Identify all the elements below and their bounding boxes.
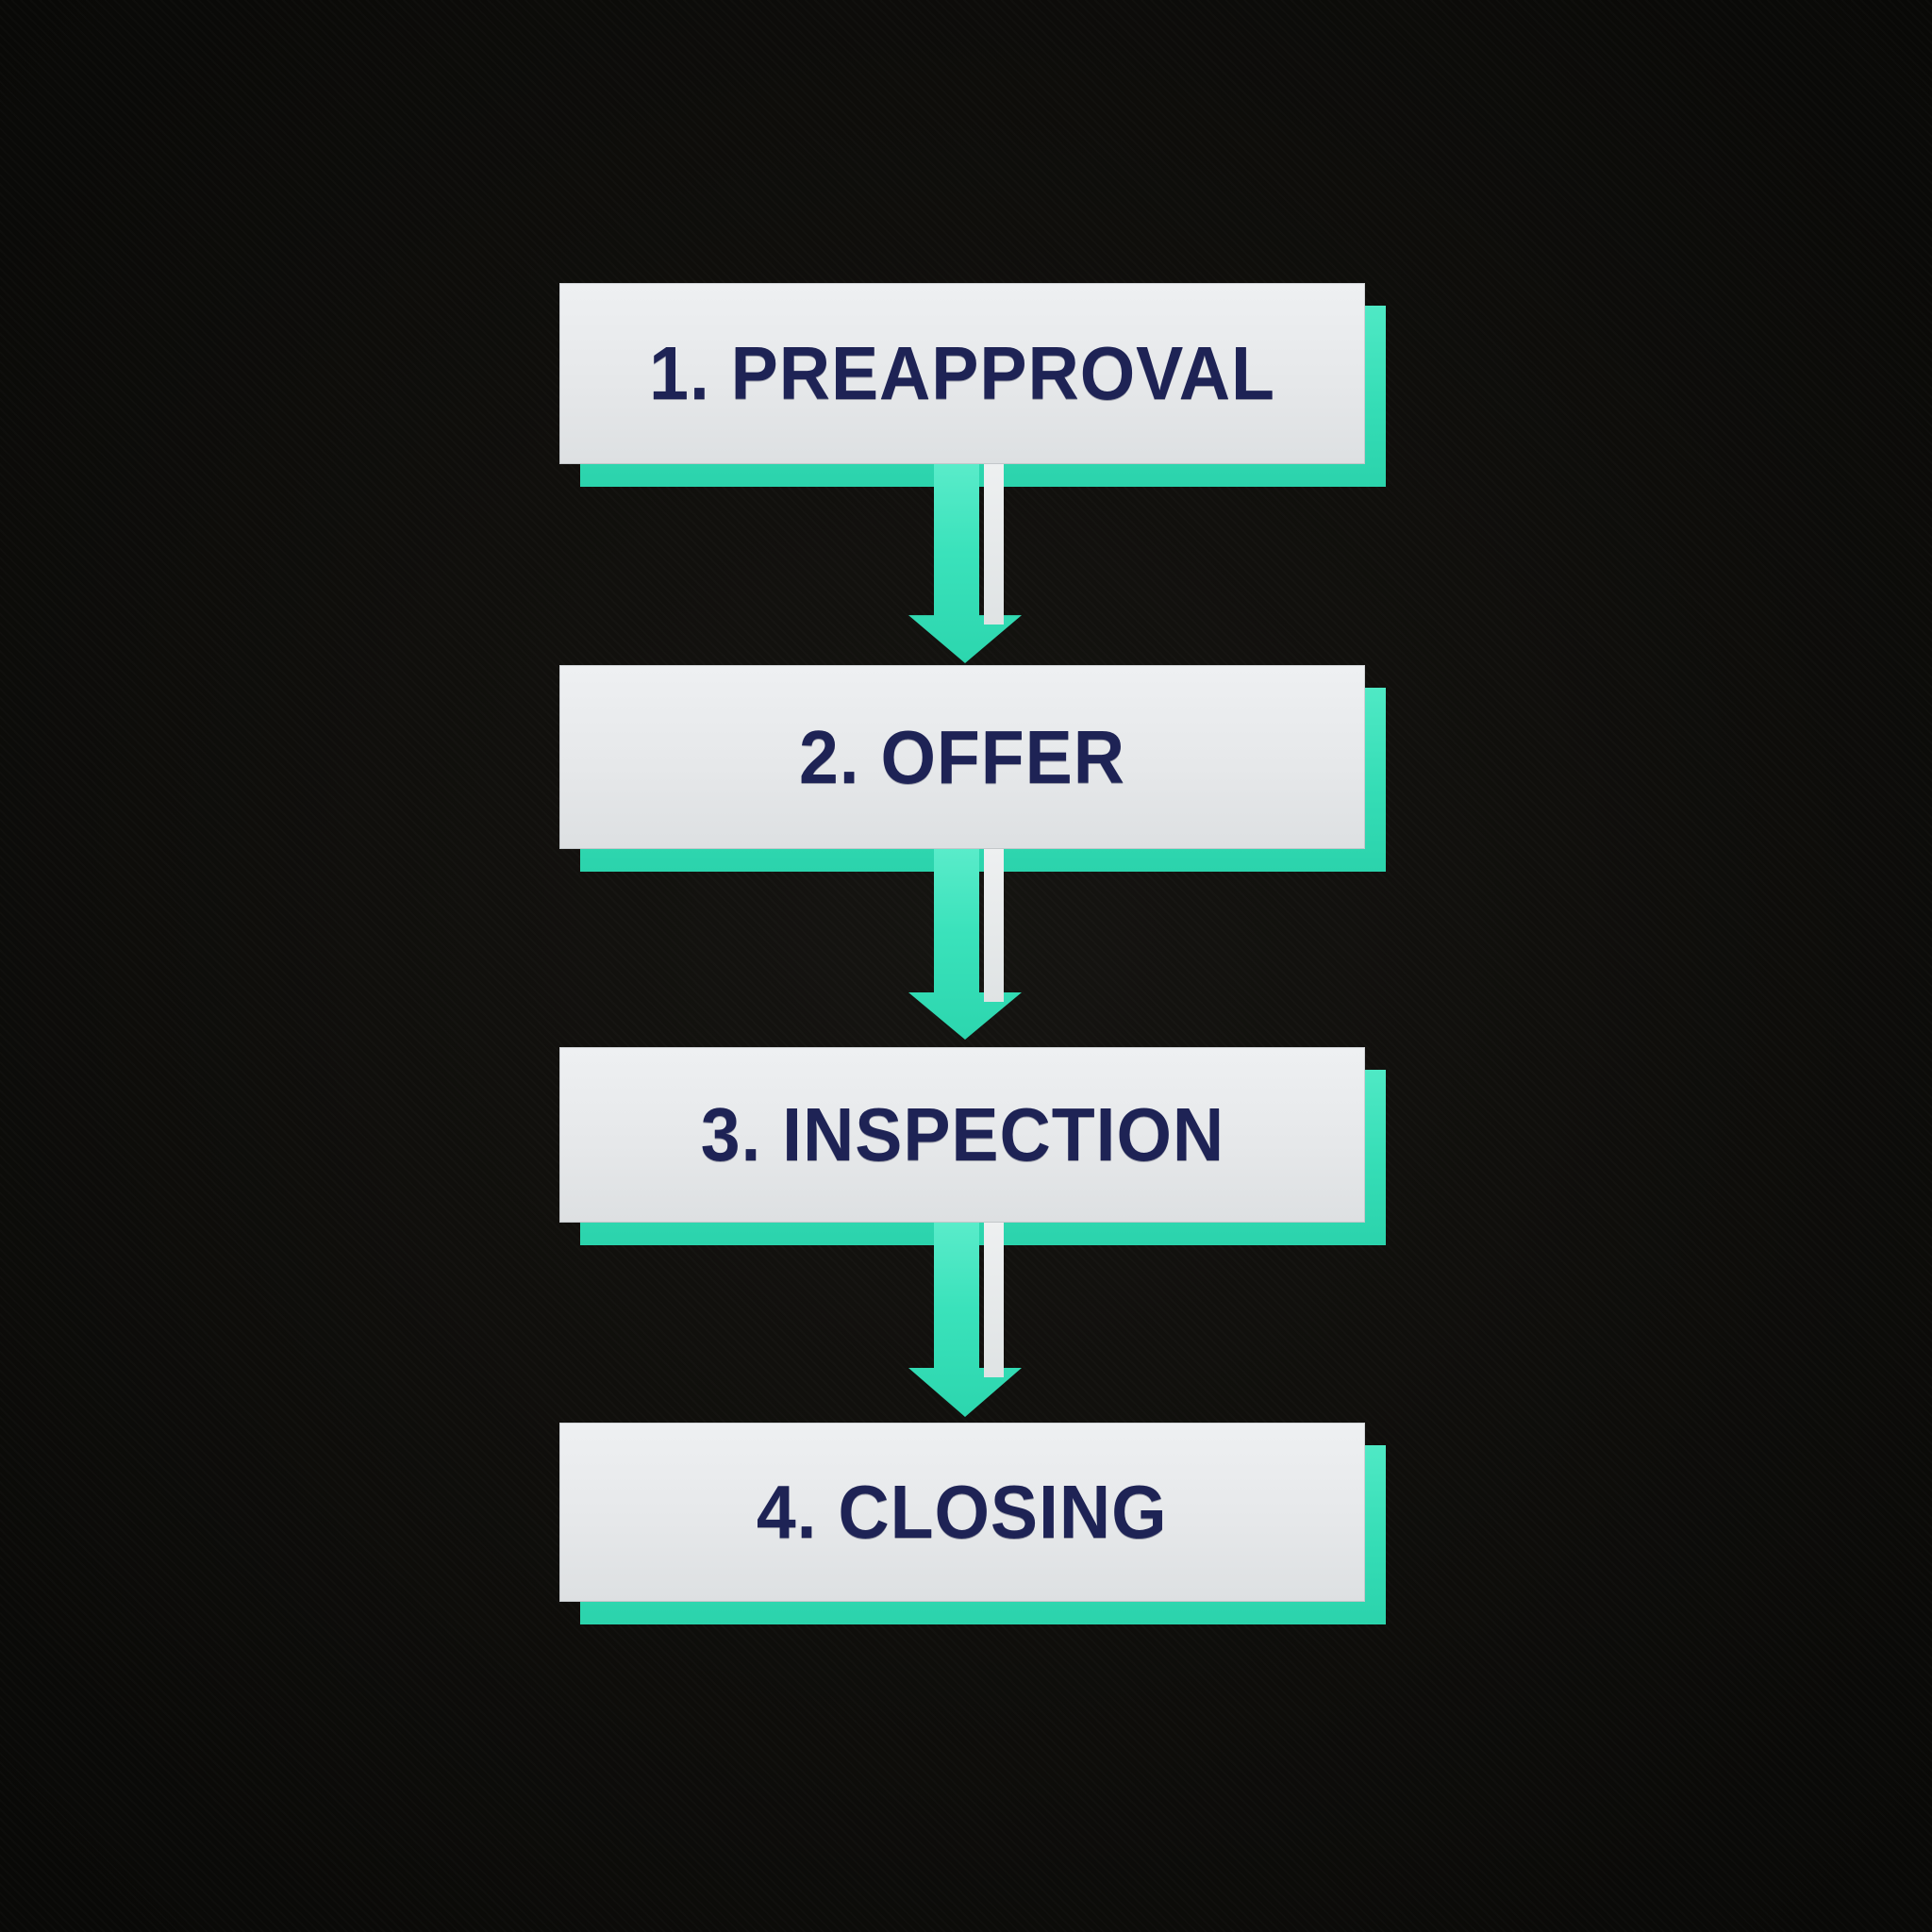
step-label-closing: 4. CLOSING bbox=[757, 1470, 1168, 1554]
box-face: 2. OFFER bbox=[559, 665, 1365, 849]
down-arrow-icon bbox=[908, 1221, 1022, 1417]
step-label-preapproval: 1. PREAPPROVAL bbox=[649, 331, 1275, 415]
arrow-shadow-strip bbox=[984, 847, 1004, 1002]
step-box-closing: 4. CLOSING bbox=[559, 1423, 1386, 1624]
step-label-inspection: 3. INSPECTION bbox=[700, 1092, 1224, 1176]
box-face: 1. PREAPPROVAL bbox=[559, 283, 1365, 464]
box-face: 3. INSPECTION bbox=[559, 1047, 1365, 1223]
down-arrow-icon bbox=[908, 462, 1022, 663]
arrow-shadow-strip bbox=[984, 462, 1004, 625]
step-label-offer: 2. OFFER bbox=[799, 714, 1125, 799]
box-face: 4. CLOSING bbox=[559, 1423, 1365, 1602]
down-arrow-icon bbox=[908, 847, 1022, 1040]
step-box-offer: 2. OFFER bbox=[559, 665, 1386, 872]
arrow-shadow-strip bbox=[984, 1221, 1004, 1377]
step-box-inspection: 3. INSPECTION bbox=[559, 1047, 1386, 1245]
step-box-preapproval: 1. PREAPPROVAL bbox=[559, 283, 1386, 487]
